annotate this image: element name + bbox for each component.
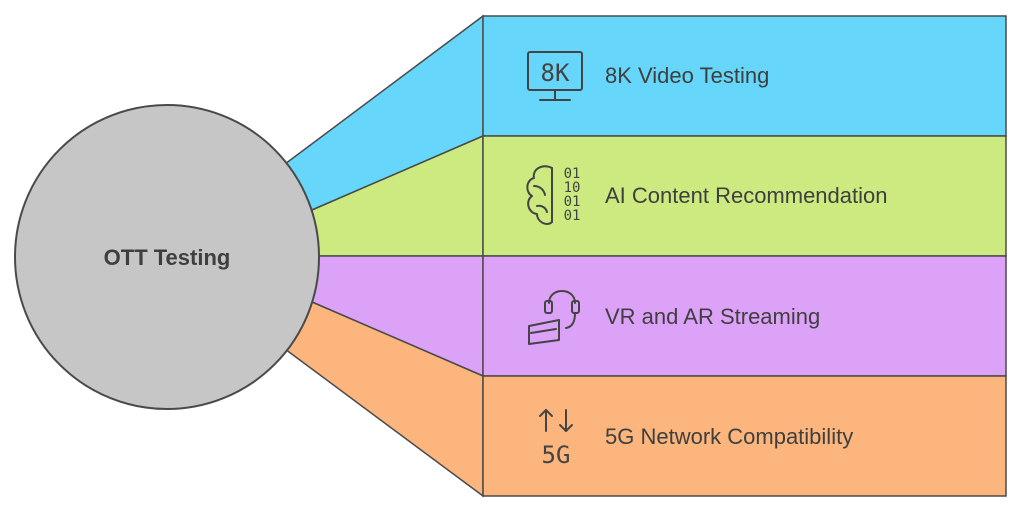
label-8k-video: 8K Video Testing <box>605 63 769 88</box>
8k-monitor-icon: 8K <box>527 51 583 101</box>
binary-row-3: 01 <box>564 194 581 210</box>
label-ai-content: AI Content Recommendation <box>605 183 888 208</box>
label-vr-ar: VR and AR Streaming <box>605 304 820 329</box>
binary-row-2: 10 <box>564 180 581 196</box>
5g-signal-icon: 5G <box>539 409 573 469</box>
band-5g-network <box>482 375 1007 497</box>
center-label: OTT Testing <box>104 245 231 270</box>
8k-icon-text: 8K <box>541 59 570 87</box>
binary-row-4: 01 <box>564 208 581 224</box>
binary-row-1: 01 <box>564 166 581 182</box>
band-8k-video <box>482 15 1007 137</box>
brain-binary-icon: 01 10 01 01 <box>526 165 581 225</box>
center-circle <box>14 104 320 410</box>
center-node: OTT Testing <box>14 104 320 410</box>
label-5g-network: 5G Network Compatibility <box>605 424 853 449</box>
5g-icon-text: 5G <box>542 441 571 469</box>
band-vr-ar <box>482 255 1007 377</box>
band-ai-content <box>482 135 1007 257</box>
vr-headset-icon <box>528 290 580 345</box>
